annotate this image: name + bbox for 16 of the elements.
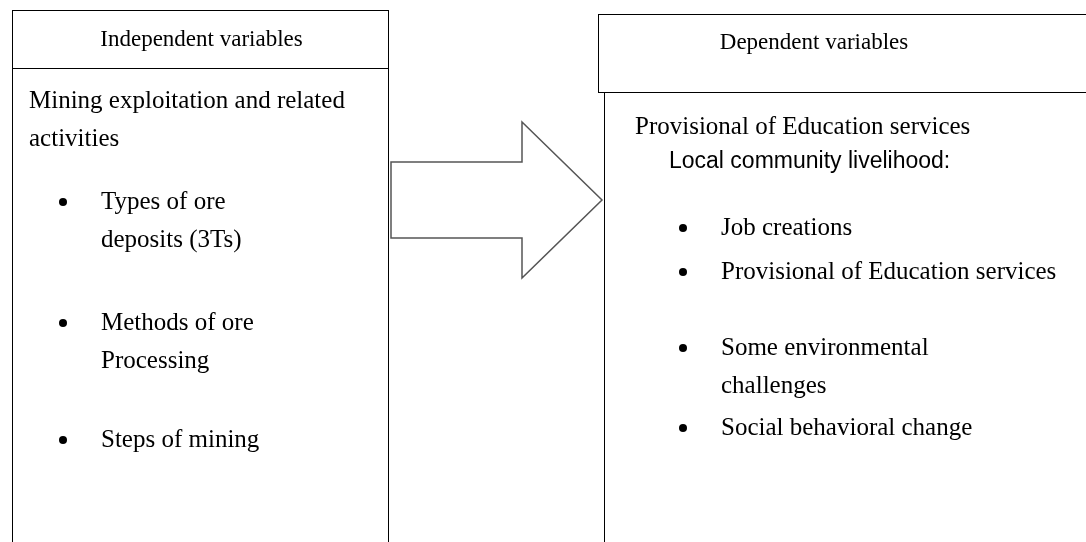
bullet-text: Some environmental challenges xyxy=(721,332,930,400)
text-box xyxy=(12,68,389,542)
header-text: Independent variables xyxy=(99,25,304,53)
bullet-text: Steps of mining xyxy=(101,424,261,454)
header-box xyxy=(12,10,389,69)
body-text: Mining exploitation and related activities xyxy=(29,85,346,153)
body-text: Provisional of Education services xyxy=(635,111,972,141)
bullet-text: Social behavioral change xyxy=(721,412,974,442)
header-text: Dependent variables xyxy=(718,28,910,56)
header-box xyxy=(598,14,1086,93)
block-arrow xyxy=(390,120,604,280)
bullet-text: Provisional of Education services xyxy=(721,256,1058,286)
body-text: Local community livelihood: xyxy=(669,146,952,175)
bullet-text: Types of ore deposits (3Ts) xyxy=(101,186,243,255)
bullet-text: Job creations xyxy=(721,212,854,242)
bullet-text: Methods of ore Processing xyxy=(101,307,255,375)
